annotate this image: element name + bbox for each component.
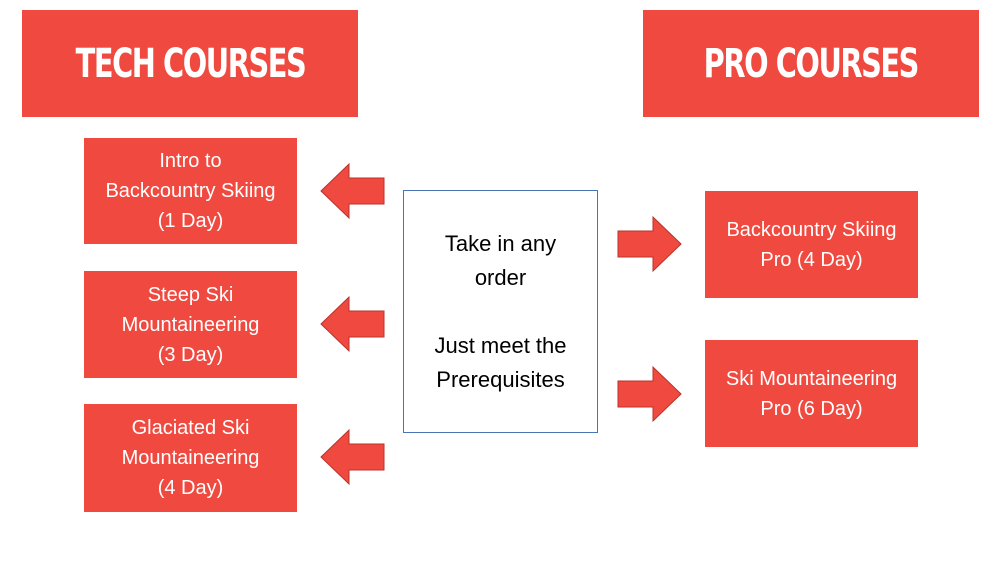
right-arrow-icon — [617, 215, 682, 273]
tech-courses-header: TECH COURSES — [22, 10, 358, 117]
center-note-line: Just meet the — [434, 332, 567, 358]
course-ski-mountaineering-pro: Ski Mountaineering Pro (6 Day) — [705, 340, 918, 447]
course-label: Glaciated Ski Mountaineering (4 Day) — [121, 417, 260, 499]
course-label: Intro to Backcountry Skiing (1 Day) — [105, 150, 276, 232]
left-arrow-icon — [320, 295, 385, 353]
course-steep-ski-mountaineering: Steep Ski Mountaineering (3 Day) — [84, 271, 297, 378]
course-backcountry-skiing-pro: Backcountry Skiing Pro (4 Day) — [705, 191, 918, 298]
center-note-box: Take in any order Just meet the Prerequi… — [403, 190, 598, 433]
course-label: Backcountry Skiing Pro (4 Day) — [726, 218, 897, 271]
left-arrow-icon — [320, 162, 385, 220]
center-note-line: order — [474, 264, 527, 290]
course-label: Steep Ski Mountaineering (3 Day) — [121, 283, 260, 366]
pro-courses-header: PRO COURSES — [643, 10, 979, 117]
tech-courses-title: TECH COURSES — [75, 40, 306, 87]
center-note-line: Take in any — [444, 230, 557, 256]
course-intro-backcountry: Intro to Backcountry Skiing (1 Day) — [84, 138, 297, 244]
pro-courses-title: PRO COURSES — [703, 40, 920, 87]
left-arrow-icon — [320, 428, 385, 486]
course-glaciated-ski-mountaineering: Glaciated Ski Mountaineering (4 Day) — [84, 404, 297, 512]
right-arrow-icon — [617, 365, 682, 423]
course-label: Ski Mountaineering Pro (6 Day) — [725, 367, 898, 420]
center-note-line: Prerequisites — [436, 366, 565, 392]
